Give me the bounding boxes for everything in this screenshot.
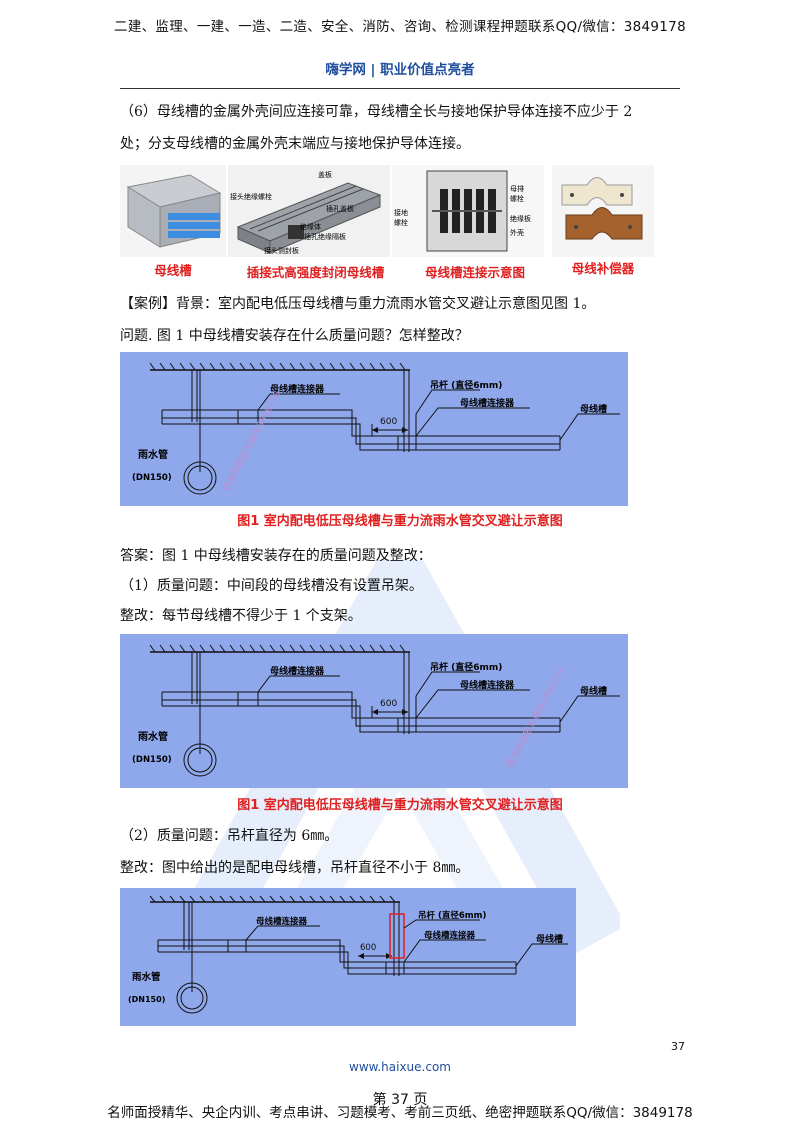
pipe-size-1: (DN150)	[132, 473, 172, 483]
header-promo-line: 二建、监理、一建、一造、二造、安全、消防、咨询、检测课程押题联系QQ/微信：38…	[114, 19, 686, 35]
figure-caption-2: 图1 室内配电低压母线槽与重力流雨水管交叉避让示意图	[237, 798, 563, 813]
page-number: 37	[671, 1040, 685, 1053]
diagram-figure-1: 600 母线槽连接器 吊杆 (直径6mm) 母线槽连接器 母线槽 雨水管 (DN…	[120, 352, 628, 506]
connector-label-right-1: 母线槽连接器	[460, 397, 515, 409]
plugin-busway-photo: 盖板 接头绝缘螺栓 插孔盖板 绝缘体 插孔绝缘隔板 接头侧封板	[228, 165, 390, 257]
header-divider	[120, 88, 680, 89]
rod-highlight-box	[389, 913, 405, 959]
connector-label-right-3: 母线槽连接器	[424, 930, 476, 941]
watermark-text-1: 精准押题联系微信3849178	[220, 389, 283, 494]
busway-label-2: 母线槽	[580, 685, 607, 697]
pipe-label-3: 雨水管	[132, 971, 161, 983]
brand-line: 嗨学网 | 职业价值点亮者	[325, 62, 475, 78]
problem-1: （1）质量问题：中间段的母线槽没有设置吊架。	[120, 578, 423, 594]
label-ground: 接地	[394, 208, 408, 217]
label-socket-cover: 插孔盖板	[326, 204, 354, 213]
busway-photo	[120, 165, 226, 257]
website-link[interactable]: www.haixue.com	[349, 1060, 451, 1074]
label-insulator: 绝缘体	[300, 222, 321, 231]
footer-promo-line: 名师面授精华、央企内训、考点串讲、习题模考、考前三页纸、绝密押题联系QQ/微信：…	[107, 1105, 693, 1121]
answer-intro: 答案：图 1 中母线槽安装存在的质量问题及整改：	[120, 548, 432, 564]
paragraph-6-line1: （6）母线槽的金属外壳间应连接可靠，母线槽全长与接地保护导体连接不应少于 2	[120, 104, 633, 120]
pipe-size-2: (DN150)	[132, 755, 172, 765]
photo-caption-connection: 母线槽连接示意图	[424, 265, 525, 280]
connector-label-3: 母线槽连接器	[256, 916, 308, 927]
fix-1: 整改：每节母线槽不得少于 1 个支架。	[120, 608, 362, 624]
question-line: 问题. 图 1 中母线槽安装存在什么质量问题？怎样整改？	[120, 328, 469, 344]
label-busbar: 母排	[510, 184, 524, 193]
photo-caption-busway: 母线槽	[154, 263, 192, 278]
fix-2: 整改：图中给出的是配电母线槽，吊杆直径不小于 8㎜。	[120, 860, 470, 876]
busway-diagram-svg-1: 600 母线槽连接器 吊杆 (直径6mm) 母线槽连接器 母线槽 雨水管 (DN…	[132, 362, 620, 495]
photo-caption-plugin-busway: 插接式高强度封闭母线槽	[246, 265, 385, 280]
photo-caption-compensator: 母线补偿器	[571, 261, 635, 276]
figure-caption-1: 图1 室内配电低压母线槽与重力流雨水管交叉避让示意图	[237, 514, 563, 529]
label-socket-partition: 插孔绝缘隔板	[304, 232, 346, 241]
busway-diagram-svg-2: 600 母线槽连接器 吊杆 (直径6mm) 母线槽连接器 母线槽 雨水管 (DN…	[132, 644, 620, 777]
rod-label-1: 吊杆 (直径6mm)	[430, 379, 502, 391]
paragraph-6-line2: 处；分支母线槽的金属外壳末端应与接地保护导体连接。	[120, 136, 470, 152]
pipe-size-3: (DN150)	[128, 995, 165, 1004]
pipe-label-2: 雨水管	[138, 730, 168, 743]
busway-diagram-svg-3: 600 母线槽连接器 吊杆 (直径6mm) 母线槽连接器 母线槽 雨水管 (DN…	[128, 895, 568, 1014]
label-housing: 外壳	[510, 228, 524, 237]
busway-label-3: 母线槽	[536, 933, 563, 945]
page-label: 第 37 页	[372, 1092, 428, 1108]
dimension-600-1: 600	[380, 417, 397, 427]
label-joint-bolt: 接头绝缘螺栓	[230, 192, 272, 201]
rod-label-2: 吊杆 (直径6mm)	[430, 661, 502, 673]
label-joint-side-plate: 接头侧封板	[264, 246, 299, 255]
label-bolt-right: 螺栓	[510, 194, 524, 203]
connector-label-right-2: 母线槽连接器	[460, 679, 515, 691]
label-insulation-plate: 绝缘板	[510, 214, 531, 223]
pipe-label-1: 雨水管	[138, 448, 168, 461]
busway-label-1: 母线槽	[580, 403, 607, 415]
case-background: 【案例】背景：室内配电低压母线槽与重力流雨水管交叉避让示意图见图 1。	[120, 296, 596, 312]
label-cover-plate: 盖板	[318, 170, 332, 179]
rod-label-3: 吊杆 (直径6mm)	[418, 910, 486, 921]
dimension-600-2: 600	[380, 699, 397, 709]
connector-label-1: 母线槽连接器	[270, 383, 325, 395]
connection-schematic: 接地 螺栓 母排 螺栓 绝缘板 外壳	[392, 165, 544, 257]
label-bolt-left: 螺栓	[394, 218, 408, 227]
diagram-figure-2: 600 母线槽连接器 吊杆 (直径6mm) 母线槽连接器 母线槽 雨水管 (DN…	[120, 634, 628, 788]
diagram-figure-3: 600 母线槽连接器 吊杆 (直径6mm) 母线槽连接器 母线槽 雨水管 (DN…	[120, 888, 576, 1026]
compensator-photo	[552, 165, 654, 257]
connector-label-2: 母线槽连接器	[270, 665, 325, 677]
problem-2: （2）质量问题：吊杆直径为 6㎜。	[120, 828, 339, 844]
dimension-600-3: 600	[360, 943, 376, 953]
